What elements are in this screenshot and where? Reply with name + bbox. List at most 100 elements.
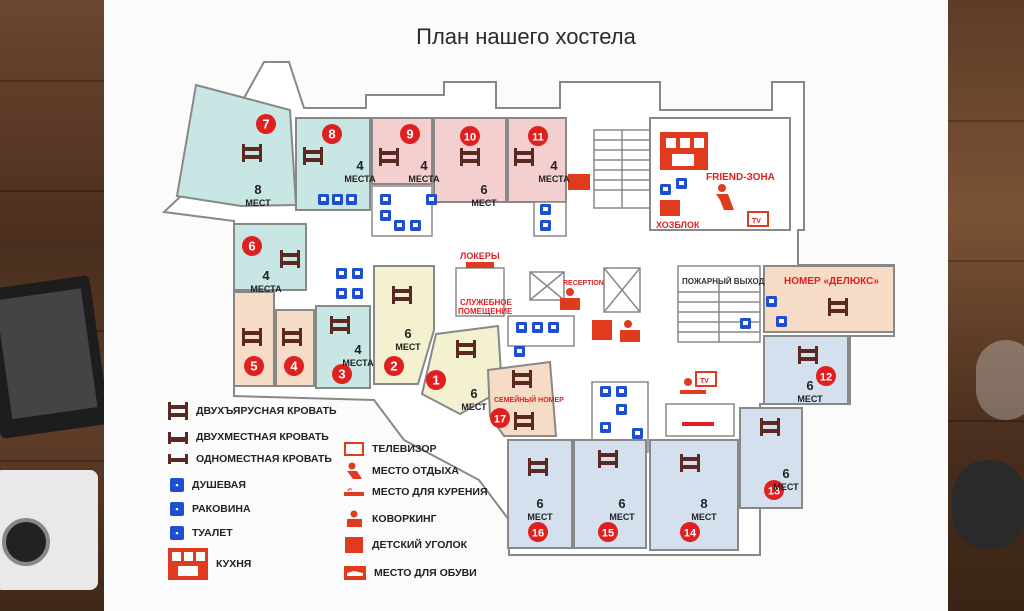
room-12[interactable]	[763, 335, 849, 405]
legend-sink: ▪ РАКОВИНА	[170, 502, 251, 516]
kids-corner-icon	[345, 537, 363, 553]
room-unit-13: МЕСТ	[773, 482, 799, 492]
room-1[interactable]	[420, 324, 504, 416]
room-badge-9	[400, 124, 420, 144]
coworking-icon	[347, 510, 362, 527]
room-number-10: 10	[464, 132, 476, 144]
family-label: СЕМЕЙНЫЙ НОМЕР	[494, 395, 564, 404]
camera-photo	[0, 470, 98, 590]
room-unit-7: МЕСТ	[245, 198, 271, 208]
room-number-1: 1	[432, 373, 439, 388]
fire-exit-label: ПОЖАРНЫЙ ВЫХОД	[682, 277, 765, 286]
coworking-icon-plan	[620, 320, 640, 342]
room-beds-10: 6	[480, 182, 487, 197]
room-badge-17	[490, 408, 510, 428]
kids-icon-plan	[592, 320, 612, 340]
legend-shoes: МЕСТО ДЛЯ ОБУВИ	[344, 566, 477, 580]
smoking-icon	[344, 488, 364, 496]
room-badge-13	[764, 480, 784, 500]
room-number-8: 8	[328, 127, 335, 142]
room-badge-1	[426, 370, 446, 390]
room-badge-2	[384, 356, 404, 376]
room-beds-8: 4	[356, 158, 364, 173]
utility-label: ХОЗБЛОК	[656, 220, 700, 230]
reception-icon	[560, 288, 580, 310]
stairwell-top	[593, 129, 651, 209]
room-beds-6: 4	[262, 268, 270, 283]
room-badge-6	[242, 236, 262, 256]
room-badge-12	[816, 366, 836, 386]
fire-exit-stair	[677, 265, 761, 343]
room-beds-16: 6	[536, 496, 543, 511]
room-beds-7: 8	[254, 182, 261, 197]
room-beds-11: 4	[550, 158, 558, 173]
lockers-icon	[466, 262, 494, 268]
page-title: План нашего хостела	[416, 24, 636, 49]
single-bed-icon	[168, 454, 188, 464]
legend-tv-label: ТЕЛЕВИЗОР	[372, 443, 437, 455]
floor-plan-page: План нашего хостела	[104, 0, 948, 611]
room-number-3: 3	[338, 367, 345, 382]
room-badge-10	[460, 126, 480, 146]
rest-icon	[347, 462, 362, 479]
room-number-12: 12	[820, 372, 832, 384]
sink-icon: ▪	[170, 502, 184, 516]
legend-toilet-label: ТУАЛЕТ	[192, 527, 233, 539]
bed-counts: 8МЕСТ4МЕСТА4МЕСТА6МЕСТ4МЕСТА4МЕСТА4МЕСТА…	[245, 158, 823, 522]
lockers-label: ЛОКЕРЫ	[460, 251, 500, 261]
service-room	[455, 267, 505, 317]
room-unit-6: МЕСТА	[250, 284, 282, 294]
deluxe-label: НОМЕР «ДЕЛЮКС»	[784, 276, 879, 287]
room-badge-3	[332, 364, 352, 384]
shower-icon: ▪	[170, 478, 184, 492]
laptop-photo	[0, 275, 104, 439]
room-number-9: 9	[406, 127, 413, 142]
tv-rest-icon-plan	[680, 371, 717, 394]
bunk-bed-icon	[168, 402, 188, 420]
room-unit-11: МЕСТА	[538, 174, 570, 184]
reception-area	[529, 267, 641, 313]
room-number-4: 4	[290, 359, 298, 374]
legend-shower: ▪ ДУШЕВАЯ	[170, 478, 246, 492]
cactus-photo	[952, 460, 1024, 550]
room-unit-8: МЕСТА	[344, 174, 376, 184]
room-unit-10: МЕСТ	[471, 198, 497, 208]
legend-sink-label: РАКОВИНА	[192, 503, 251, 515]
room-beds-13: 6	[782, 466, 789, 481]
room-unit-3: МЕСТА	[342, 358, 374, 368]
room-badge-5	[244, 356, 264, 376]
room-number-2: 2	[390, 359, 397, 374]
room-beds-14: 8	[700, 496, 707, 511]
legend-double-bed-label: ДВУХМЕСТНАЯ КРОВАТЬ	[196, 431, 329, 443]
legend-kids-label: ДЕТСКИЙ УГОЛОК	[372, 539, 468, 551]
legend-shower-label: ДУШЕВАЯ	[192, 479, 246, 491]
room-2[interactable]	[373, 265, 435, 385]
room-beds-2: 6	[404, 326, 411, 341]
legend-bunk-bed: ДВУХЪЯРУСНАЯ КРОВАТЬ	[168, 402, 337, 420]
legend-smoking-label: МЕСТО ДЛЯ КУРЕНИЯ	[372, 486, 488, 498]
room-number-14: 14	[684, 528, 697, 540]
room-number-6: 6	[248, 239, 255, 254]
room-number-5: 5	[250, 359, 257, 374]
tv-label-friend: TV	[752, 218, 761, 225]
room-unit-12: МЕСТ	[797, 394, 823, 404]
room-number-11: 11	[532, 132, 544, 144]
kitchen-icon	[168, 548, 208, 580]
room-unit-2: МЕСТ	[395, 342, 421, 352]
reception-label: RECEPTION	[563, 280, 604, 287]
legend-coworking-label: КОВОРКИНГ	[372, 513, 437, 525]
legend-coworking: КОВОРКИНГ	[344, 510, 437, 528]
legend-kids: ДЕТСКИЙ УГОЛОК	[344, 536, 467, 554]
legend-toilet: ▪ ТУАЛЕТ	[170, 526, 233, 540]
legend-single-bed: ОДНОМЕСТНАЯ КРОВАТЬ	[168, 452, 332, 466]
room-unit-16: МЕСТ	[527, 512, 553, 522]
wood-background-left	[0, 0, 104, 611]
legend-double-bed: ДВУХМЕСТНАЯ КРОВАТЬ	[168, 428, 329, 446]
room-badge-11	[528, 126, 548, 146]
legend-rest: МЕСТО ОТДЫХА	[344, 462, 459, 480]
room-badge-8	[322, 124, 342, 144]
room-badge-15	[598, 522, 618, 542]
legend-kitchen-label: КУХНЯ	[216, 558, 252, 570]
